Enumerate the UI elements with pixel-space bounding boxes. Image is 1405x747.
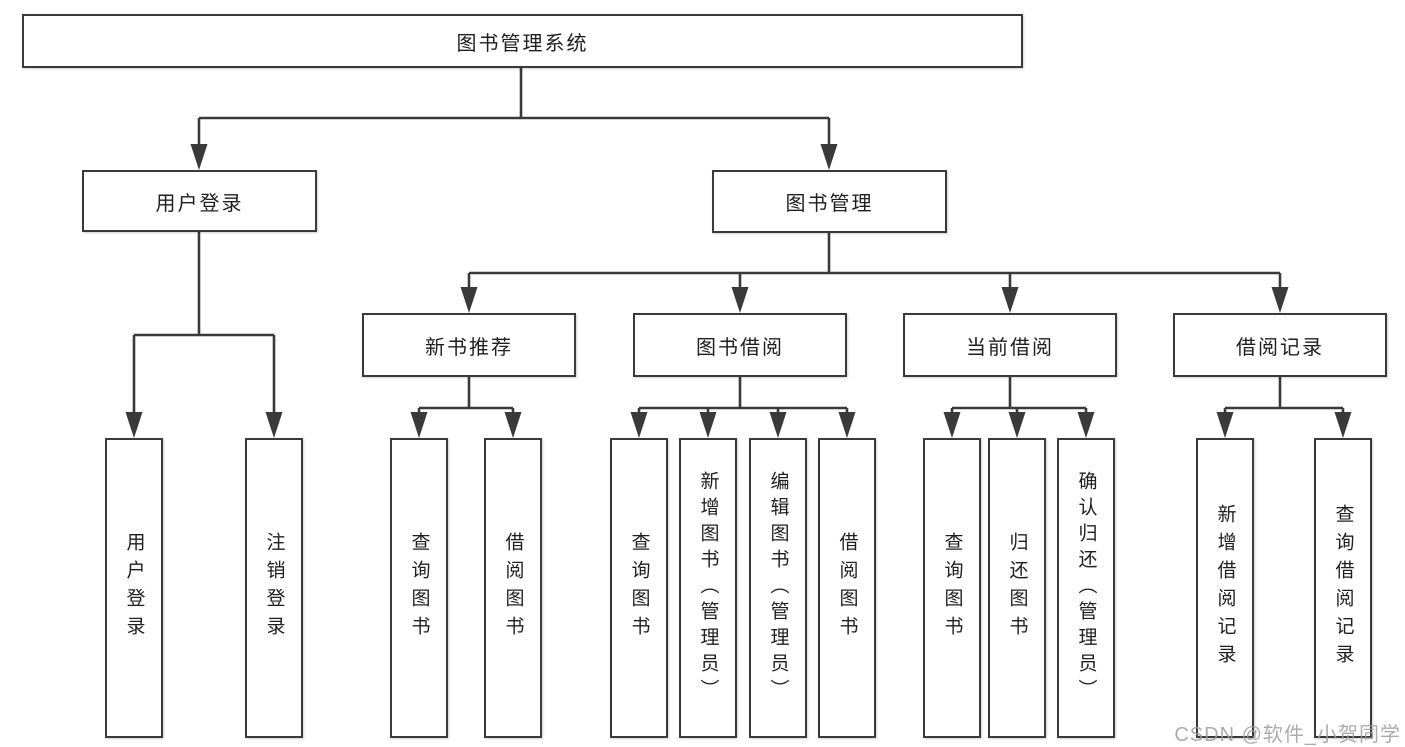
node-root: 图书管理系统 <box>22 14 1023 68</box>
connector-user-login <box>132 232 276 420</box>
leaf-records-query: 查询借阅记录 <box>1314 438 1372 738</box>
leaf-logout: 注销登录 <box>245 438 303 738</box>
node-current-borrowing: 当前借阅 <box>903 313 1117 377</box>
node-user-login: 用户登录 <box>82 170 317 232</box>
leaf-borrowing-query: 查询图书 <box>610 438 668 738</box>
leaf-recommend-query: 查询图书 <box>390 438 448 738</box>
leaf-borrowing-edit: 编辑图书（管理员） <box>749 438 807 738</box>
node-new-book-recommend: 新书推荐 <box>362 313 576 377</box>
leaf-recommend-borrow: 借阅图书 <box>484 438 542 738</box>
connector-book-borrowing <box>637 377 849 424</box>
leaf-current-return: 归还图书 <box>988 438 1046 738</box>
node-book-borrowing: 图书借阅 <box>633 313 847 377</box>
connector-borrowing-records <box>1223 377 1345 424</box>
leaf-borrowing-borrow: 借阅图书 <box>818 438 876 738</box>
leaf-login: 用户登录 <box>105 438 163 738</box>
leaf-records-add: 新增借阅记录 <box>1196 438 1254 738</box>
node-borrowing-records: 借阅记录 <box>1173 313 1387 377</box>
leaf-current-confirm: 确认归还（管理员） <box>1057 438 1115 738</box>
leaf-borrowing-add: 新增图书（管理员） <box>679 438 737 738</box>
connector-root <box>197 68 831 152</box>
watermark: CSDN @软件_小贺同学 <box>1174 724 1401 746</box>
leaf-current-query: 查询图书 <box>923 438 981 738</box>
connector-book-management <box>467 233 1282 296</box>
node-book-management: 图书管理 <box>712 170 947 233</box>
arrowheads <box>125 144 1352 438</box>
connector-new-book-recommend <box>417 377 515 424</box>
